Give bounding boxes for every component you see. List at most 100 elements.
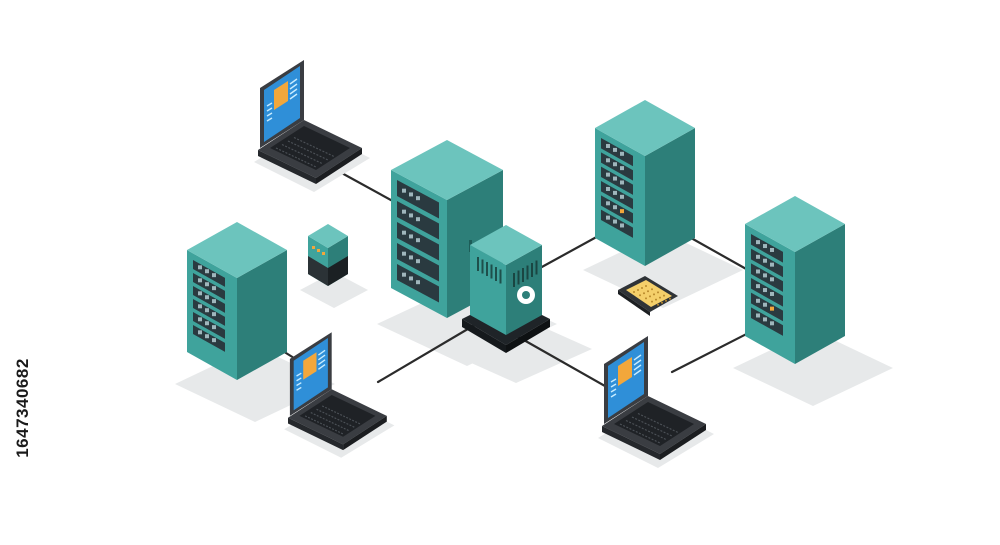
top-left-laptop-key-row — [293, 136, 335, 158]
top-left-laptop-key-row — [275, 147, 317, 168]
right-server-rack-led — [763, 302, 767, 307]
central-switch — [462, 225, 550, 353]
left-server-rack-led — [212, 286, 216, 291]
right-server-rack-led — [763, 317, 767, 322]
left-server-rack-led — [212, 325, 216, 330]
chip-pin — [637, 289, 639, 291]
stock-id-text: 1647340682 — [13, 357, 33, 458]
top-right-server-rack-led — [613, 205, 617, 210]
stock-id-label: 1647340682 — [10, 295, 36, 520]
main-server-rack-led — [402, 251, 406, 256]
top-left-laptop-base-edge-r — [316, 148, 362, 184]
chip-pin — [645, 285, 647, 287]
top-right-server-rack-led — [613, 147, 617, 152]
chip-contacts — [626, 280, 672, 307]
right-server-rack-led — [770, 277, 774, 282]
right-server-rack-led — [763, 258, 767, 263]
left-server-rack-right-face — [237, 250, 287, 380]
top-left-laptop-screen-line — [266, 102, 273, 107]
central-switch-top-face — [470, 225, 542, 265]
switch-base-right — [506, 319, 550, 353]
right-server-rack-led — [756, 298, 760, 303]
bottom-left-laptop-key-row — [304, 415, 344, 435]
chip-pin — [651, 288, 653, 291]
top-right-server-rack-top-face — [595, 100, 695, 156]
right-server-rack-led — [763, 273, 767, 278]
bottom-left-laptop-screen-line — [296, 382, 302, 387]
top-left-laptop — [254, 60, 370, 192]
top-right-server-rack-led — [613, 190, 617, 195]
right-server-rack-led — [770, 306, 774, 311]
cube-lower-right — [328, 256, 348, 286]
left-server-rack — [187, 222, 287, 380]
main-server-rack-led — [409, 213, 413, 218]
top-right-server-rack — [595, 100, 695, 266]
bottom-right-laptop-screen-line — [633, 364, 642, 371]
top-right-server-rack-led — [620, 223, 624, 228]
top-left-laptop-screen-line — [289, 83, 298, 90]
main-server-rack-led — [402, 209, 406, 214]
chip-pin — [657, 303, 659, 306]
bottom-left-laptop-screen-line — [296, 386, 302, 391]
chip-pin — [639, 294, 641, 297]
cube-led — [317, 249, 320, 252]
top-left-laptop-keyboard — [270, 126, 350, 170]
main-server-rack-led — [409, 255, 413, 260]
bottom-right-laptop-key-row — [637, 412, 679, 434]
right-server-rack-right-face — [795, 224, 845, 364]
bottom-left-laptop-screen-line — [318, 354, 326, 361]
chip-pin — [649, 295, 651, 298]
small-network-device — [308, 224, 348, 286]
top-left-laptop-screen-line — [266, 107, 273, 112]
bottom-right-laptop-keyboard — [614, 402, 694, 446]
left-server-rack-led — [205, 282, 209, 287]
switch-emblem-core — [522, 291, 530, 299]
bottom-right-laptop-screen-line — [610, 388, 617, 393]
left-server-rack-led — [205, 295, 209, 300]
bottom-left-laptop-base-edge — [288, 417, 344, 451]
right-server-rack-led — [756, 284, 760, 289]
top-right-server-rack-led — [620, 151, 624, 156]
small-network-device-top-face — [308, 224, 348, 248]
cable-bottom-left-laptop-to-central-switch — [376, 321, 480, 384]
chip-pin — [661, 301, 663, 304]
right-server-rack-led — [756, 313, 760, 318]
left-server-rack-led — [212, 299, 216, 304]
left-server-rack-led — [198, 330, 202, 335]
right-server-rack-led — [763, 244, 767, 249]
top-left-laptop-screen-line — [289, 93, 298, 100]
chip-pin — [657, 291, 659, 294]
bottom-left-laptop-keyboard — [299, 395, 376, 437]
chip-pin — [645, 297, 647, 300]
right-server-rack-led — [756, 254, 760, 259]
top-right-server-rack-led — [606, 215, 610, 220]
main-server-rack-led — [416, 196, 420, 201]
left-server-rack-led — [198, 265, 202, 270]
chip-pin — [665, 299, 667, 302]
bottom-left-laptop-base-edge-r — [343, 415, 387, 451]
small-network-device-shadow — [300, 272, 368, 308]
bottom-right-laptop-base-edge — [602, 426, 660, 460]
top-left-laptop-screen-line — [266, 112, 273, 117]
left-server-rack-led — [212, 312, 216, 317]
chip-pin — [643, 292, 645, 295]
bottom-right-laptop-screen-line — [633, 359, 642, 366]
top-right-server-rack-led — [620, 166, 624, 171]
bottom-left-laptop-screen-line — [296, 372, 302, 377]
main-server-rack-led — [416, 217, 420, 222]
top-right-server-rack-led — [606, 186, 610, 191]
bottom-left-laptop-key-row — [321, 405, 361, 425]
right-server-rack-top-face — [745, 196, 845, 252]
cube-lower-left — [308, 256, 328, 286]
top-right-server-rack-right-face — [645, 128, 695, 266]
chip-pin — [633, 291, 635, 293]
top-right-server-rack-led — [620, 209, 624, 214]
bottom-right-laptop-screen-doc-icon — [618, 357, 632, 386]
right-server-rack-led — [763, 288, 767, 293]
top-right-server-rack-led — [606, 201, 610, 206]
main-server-rack-led — [409, 234, 413, 239]
top-right-server-rack-led — [606, 143, 610, 148]
bottom-left-laptop-key-row — [310, 412, 350, 432]
left-server-rack-led — [198, 317, 202, 322]
chip-pin — [663, 294, 665, 297]
